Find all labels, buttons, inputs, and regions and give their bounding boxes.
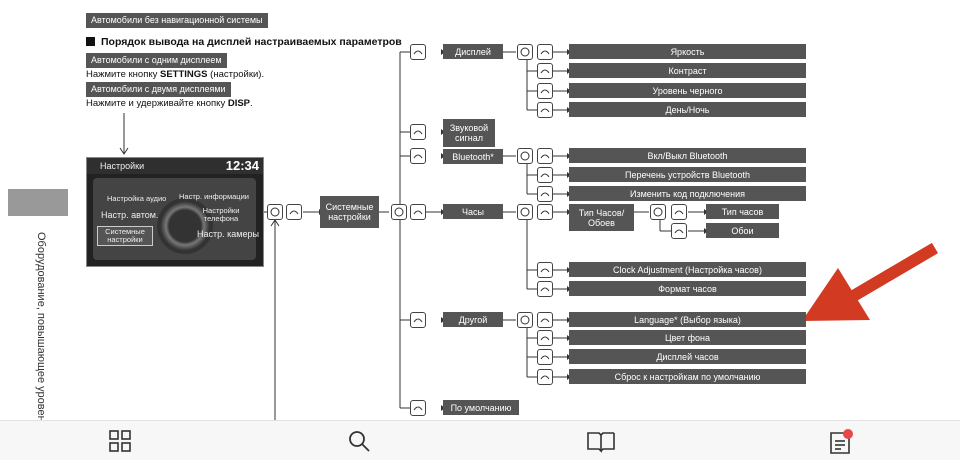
screen-item-camera: Настр. камеры [197, 229, 259, 239]
screen-item-system: Системные настройки [97, 226, 153, 246]
knob-icon [537, 148, 553, 164]
knob-icon [537, 102, 553, 118]
tag-one-display: Автомобили с одним дисплеем [86, 53, 227, 68]
knob-icon [286, 204, 302, 220]
tag-two-displays: Автомобили с двумя дисплеями [86, 82, 231, 97]
knob-icon [537, 281, 553, 297]
knob-icon [537, 167, 553, 183]
knob-icon [671, 223, 687, 239]
instruction-one: Нажмите кнопку SETTINGS (настройки). [86, 69, 265, 80]
hand-press-icon [391, 204, 407, 220]
dial-icon [157, 198, 213, 254]
leaf-background-color: Цвет фона [569, 330, 806, 345]
leaf-black-level: Уровень черного [569, 83, 806, 98]
section-marker [8, 189, 68, 216]
leaf-clock-type: Тип часов [706, 204, 779, 219]
hand-press-icon [517, 312, 533, 328]
screen-item-auto: Настр. автом. [101, 210, 159, 220]
heading-square-icon [86, 37, 95, 46]
bottom-nav-bar [0, 420, 960, 460]
node-default: По умолчанию [443, 400, 519, 415]
leaf-clock-format: Формат часов [569, 281, 806, 296]
leaf-factory-reset: Сброс к настройкам по умолчанию [569, 369, 806, 384]
knob-icon [410, 44, 426, 60]
knob-icon [410, 204, 426, 220]
hand-press-icon [650, 204, 666, 220]
hand-press-icon [517, 148, 533, 164]
notification-badge [843, 429, 853, 439]
leaf-language: Language* (Выбор языка) [569, 312, 806, 327]
hand-press-icon [517, 204, 533, 220]
red-pointer-arrow [802, 242, 939, 321]
knob-icon [410, 148, 426, 164]
leaf-clock-display: Дисплей часов [569, 349, 806, 364]
grid-icon[interactable] [108, 429, 132, 453]
knob-icon [537, 369, 553, 385]
leaf-day-night: День/Ночь [569, 102, 806, 117]
leaf-bt-devices: Перечень устройств Bluetooth [569, 167, 806, 182]
settings-screen-image: Настройки 12:34 Настройка аудио Настр. и… [86, 157, 264, 267]
knob-icon [537, 349, 553, 365]
knob-icon [537, 63, 553, 79]
leaf-contrast: Контраст [569, 63, 806, 78]
leaf-brightness: Яркость [569, 44, 806, 59]
knob-icon [410, 312, 426, 328]
screen-menu: Настройка аудио Настр. информации Настр.… [93, 178, 259, 260]
leaf-bt-passkey: Изменить код подключения [569, 186, 806, 201]
leaf-bt-onoff: Вкл/Выкл Bluetooth [569, 148, 806, 163]
tag-no-navigation: Автомобили без навигационной системы [86, 13, 268, 28]
knob-icon [537, 83, 553, 99]
knob-icon [410, 124, 426, 140]
knob-icon [537, 330, 553, 346]
section-heading: Порядок вывода на дисплей настраиваемых … [86, 36, 402, 48]
hand-press-icon [517, 44, 533, 60]
node-clock: Часы [443, 204, 503, 219]
leaf-wallpaper: Обои [706, 223, 779, 238]
screen-item-phone: Настройки телефона [202, 206, 240, 223]
heading-text: Порядок вывода на дисплей настраиваемых … [101, 36, 402, 48]
node-bluetooth: Bluetooth* [443, 149, 503, 164]
node-system-settings: Системные настройки [320, 196, 379, 228]
node-clock-type: Тип Часов/ Обоев [569, 204, 634, 231]
screen-item-audio: Настройка аудио [107, 194, 167, 203]
screen-item-info: Настр. информации [179, 192, 249, 201]
screen-clock: 12:34 [225, 158, 259, 173]
node-beep: Звуковой сигнал [443, 119, 495, 147]
knob-icon [537, 312, 553, 328]
knob-icon [537, 186, 553, 202]
node-display: Дисплей [443, 44, 503, 59]
book-icon[interactable] [586, 429, 616, 453]
hand-press-icon [267, 204, 283, 220]
knob-icon [410, 400, 426, 416]
leaf-clock-adjust: Clock Adjustment (Настройка часов) [569, 262, 806, 277]
instruction-two: Нажмите и удерживайте кнопку DISP. [86, 98, 253, 109]
notes-icon[interactable] [828, 429, 853, 454]
search-icon[interactable] [347, 429, 371, 453]
screen-title: Настройки [100, 161, 145, 171]
node-other: Другой [443, 312, 503, 327]
knob-icon [671, 204, 687, 220]
screen-header: Настройки 12:34 [87, 158, 263, 174]
knob-icon [537, 44, 553, 60]
knob-icon [537, 262, 553, 278]
knob-icon [537, 204, 553, 220]
